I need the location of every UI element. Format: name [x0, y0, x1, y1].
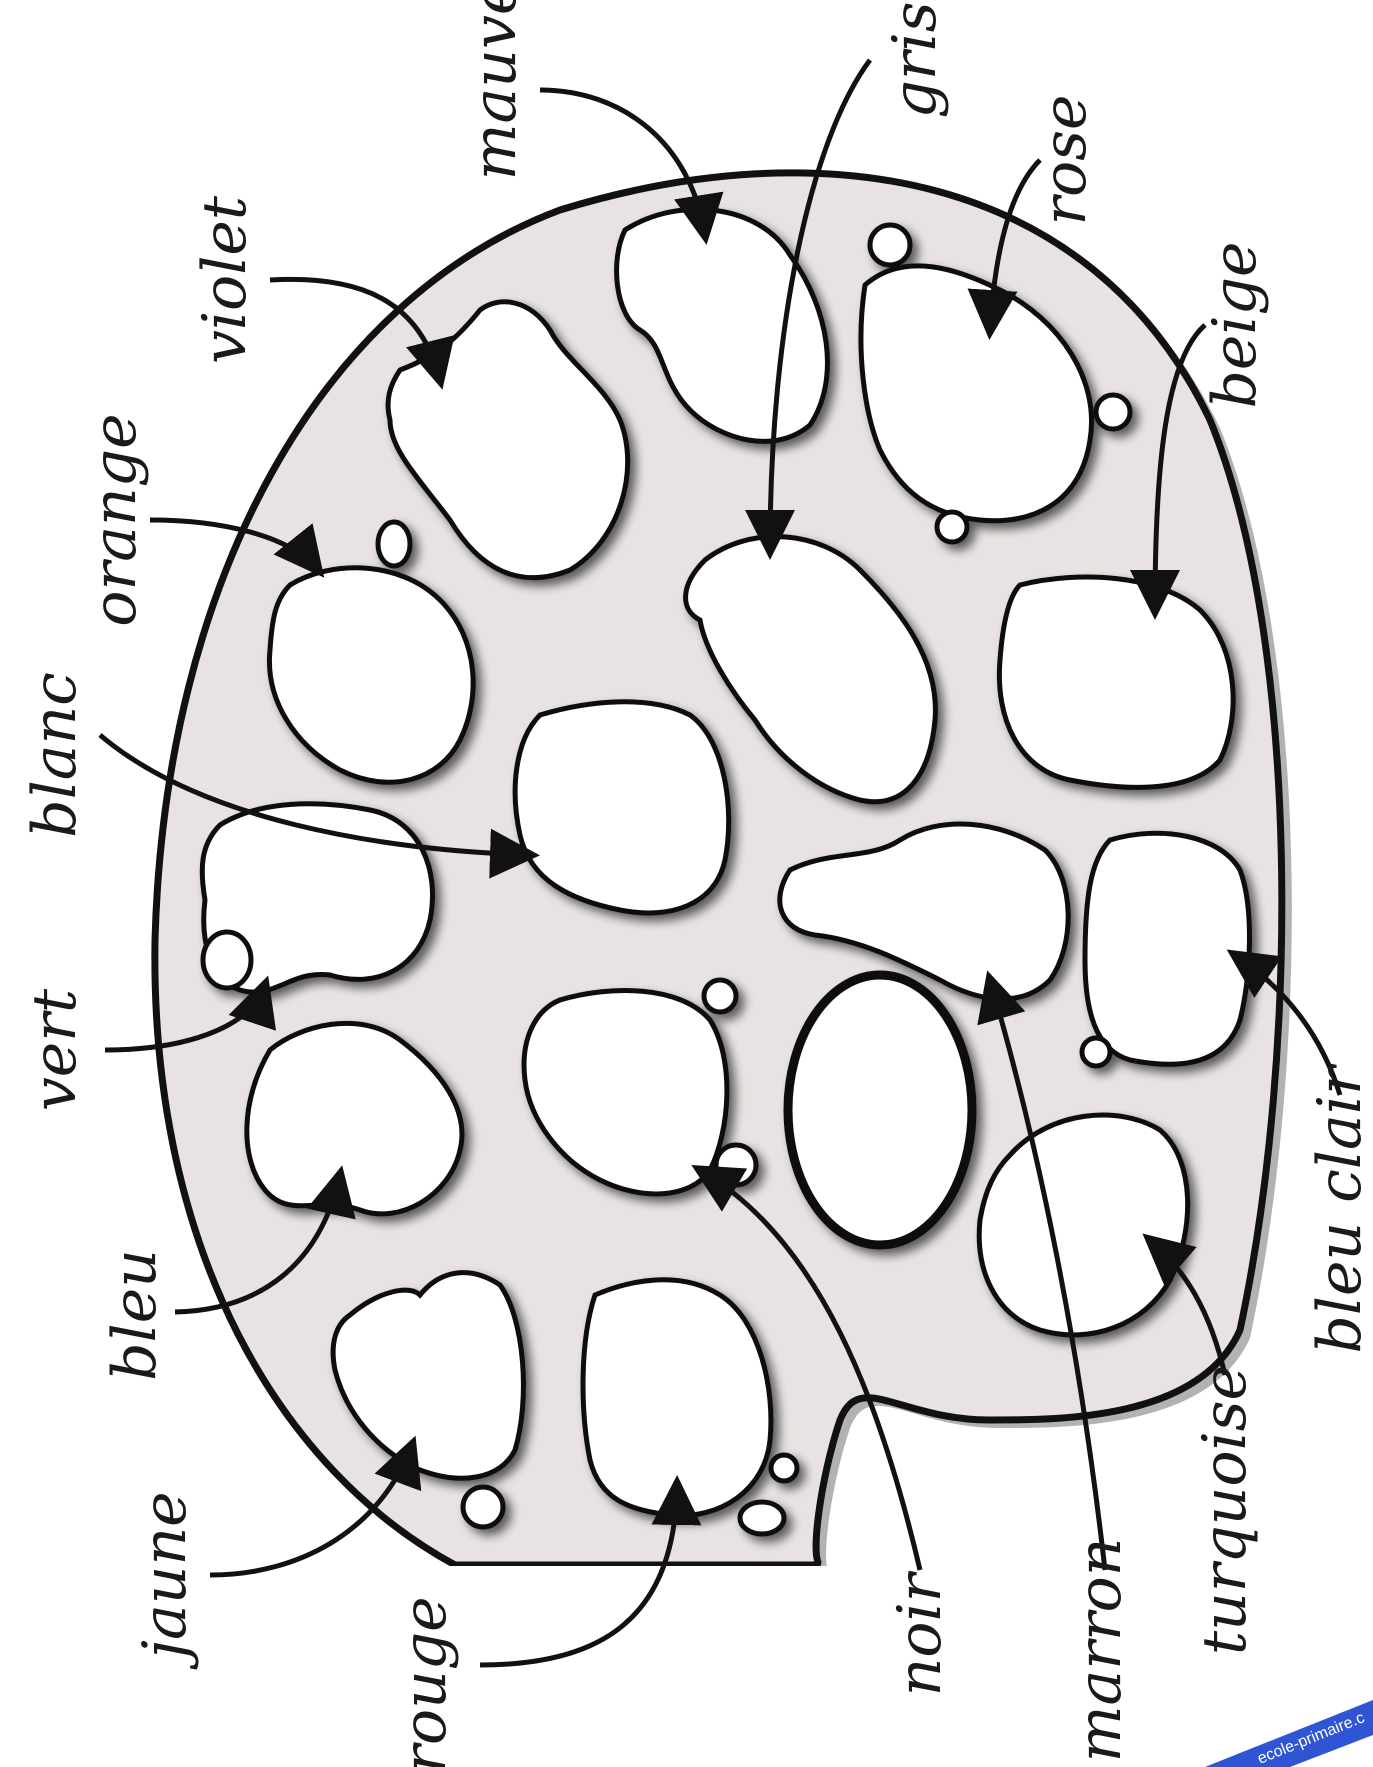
blob-rose-dot-1 [870, 225, 910, 265]
label-jaune: jaune [130, 1491, 200, 1669]
label-orange: orange [80, 413, 150, 626]
palette-bottom-cut [430, 1566, 850, 1596]
blob-beige [999, 577, 1233, 787]
label-noir: noir [885, 1570, 955, 1696]
label-rouge: rouge [390, 1596, 460, 1767]
blob-violet-dot [378, 522, 410, 566]
watermark-ribbon: ecole-primaire.c [1205, 1700, 1373, 1767]
blob-noir-dot-1 [704, 980, 736, 1012]
blob-bleu-clair-dot [1082, 1038, 1110, 1066]
blob-blanc [515, 702, 729, 913]
blob-noir-dot-2 [716, 1145, 756, 1185]
label-bleu: bleu [100, 1249, 170, 1381]
blob-rose-dot-2 [1096, 395, 1130, 429]
watermark-band [1205, 1700, 1373, 1767]
blob-rose-dot-3 [937, 512, 967, 542]
blob-rouge-dot-1 [771, 1455, 797, 1481]
label-gris: gris [880, 1, 950, 118]
label-beige: beige [1200, 241, 1270, 408]
blob-vert-dot [203, 932, 251, 988]
label-turquoise: turquoise [1190, 1365, 1260, 1655]
label-rose: rose [1030, 94, 1100, 225]
label-vert: vert [20, 988, 90, 1111]
palette-thumb-hole [788, 975, 972, 1245]
label-marron: marron [1065, 1538, 1135, 1763]
blob-bleu-clair [1085, 833, 1249, 1064]
blob-rouge-dot-2 [740, 1502, 784, 1534]
label-blanc: blanc [20, 672, 90, 838]
label-bleu-clair: bleu clair [1305, 1063, 1373, 1354]
blob-jaune-dot [463, 1487, 503, 1527]
blob-rouge [583, 1280, 771, 1516]
label-mauve: mauve [460, 0, 530, 180]
label-violet: violet [190, 195, 260, 364]
